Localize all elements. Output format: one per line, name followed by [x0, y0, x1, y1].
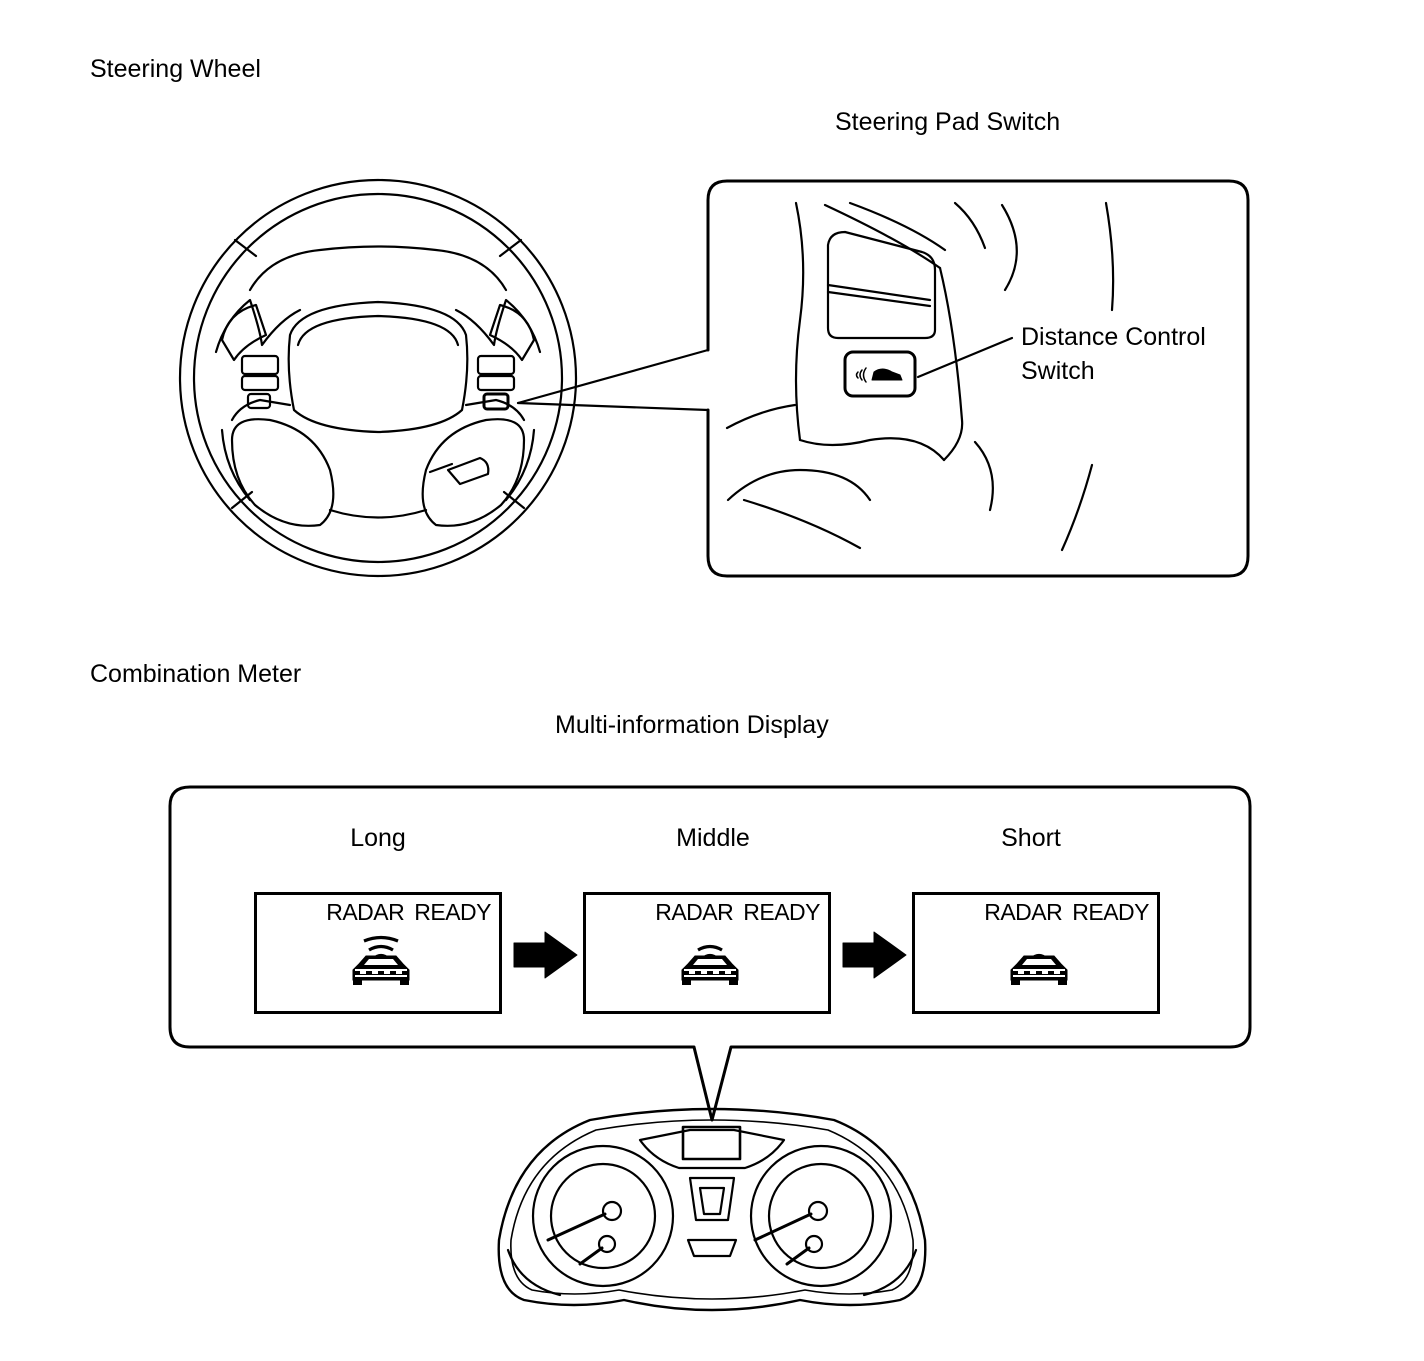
car-icon: [681, 944, 739, 985]
car-light: [713, 971, 719, 974]
car-light: [384, 971, 390, 974]
multi-information-display-zoom-box: [168, 785, 1252, 1122]
display-screen-long: RADAR READY: [254, 892, 502, 1014]
callout-line-upper: [516, 348, 710, 405]
car-stripe: [684, 975, 736, 977]
ready-text: READY: [1072, 899, 1149, 925]
mode-label-middle: Middle: [676, 824, 750, 852]
car-stripe: [1013, 969, 1065, 971]
radar-text: RADAR: [984, 899, 1063, 925]
car-light: [701, 971, 707, 974]
steering-pad-switch-label: Steering Pad Switch: [835, 108, 1061, 136]
radar-arc: [697, 944, 723, 952]
car-wheel: [353, 980, 362, 985]
distance-control-switch-label-line2: Switch: [1021, 357, 1095, 385]
car-light: [372, 971, 378, 974]
car-wheel: [682, 980, 691, 985]
distance-control-switch-label-line1: Distance Control: [1021, 323, 1206, 351]
multi-information-display-label: Multi-information Display: [555, 711, 829, 739]
display-screen-middle: RADAR READY: [583, 892, 831, 1014]
distance-control-switch-icon: [843, 350, 917, 398]
combination-meter-label: Combination Meter: [90, 660, 302, 688]
radar-text: RADAR: [655, 899, 734, 925]
car-wheel: [400, 980, 409, 985]
ready-text: READY: [414, 899, 491, 925]
radar-arc: [363, 935, 399, 943]
radar-text: RADAR: [326, 899, 405, 925]
car-light: [360, 971, 366, 974]
car-stripe: [355, 975, 407, 977]
car-windshield: [1022, 959, 1056, 965]
arrow-right-icon: [513, 931, 578, 979]
steering-pad-switch-zoom-box: [706, 179, 1250, 578]
car-stripe: [355, 969, 407, 971]
car-stripe: [684, 969, 736, 971]
car-light: [725, 971, 731, 974]
ready-text: READY: [743, 899, 820, 925]
car-stripe: [1013, 975, 1065, 977]
car-light: [1018, 971, 1024, 974]
steering-wheel-label: Steering Wheel: [90, 55, 261, 83]
mode-label-long: Long: [350, 824, 406, 852]
car-wheel: [729, 980, 738, 985]
car-light: [1042, 971, 1048, 974]
car-windshield: [693, 959, 727, 965]
steering-wheel-icon: [178, 178, 578, 578]
car-light: [689, 971, 695, 974]
callout-line-lower: [516, 401, 710, 412]
mode-label-short: Short: [1001, 824, 1061, 852]
radar-arc: [368, 944, 394, 952]
car-windshield: [364, 959, 398, 965]
car-light: [1054, 971, 1060, 974]
car-icon: [352, 935, 410, 985]
car-light: [1030, 971, 1036, 974]
arrow-right-icon: [842, 931, 907, 979]
car-icon: [1010, 953, 1068, 985]
multi-information-display-screen: [681, 1125, 742, 1161]
combination-meter-icon: [497, 1107, 927, 1312]
car-wheel: [1058, 980, 1067, 985]
display-screen-short: RADAR READY: [912, 892, 1160, 1014]
car-wheel: [1011, 980, 1020, 985]
car-light: [396, 971, 402, 974]
